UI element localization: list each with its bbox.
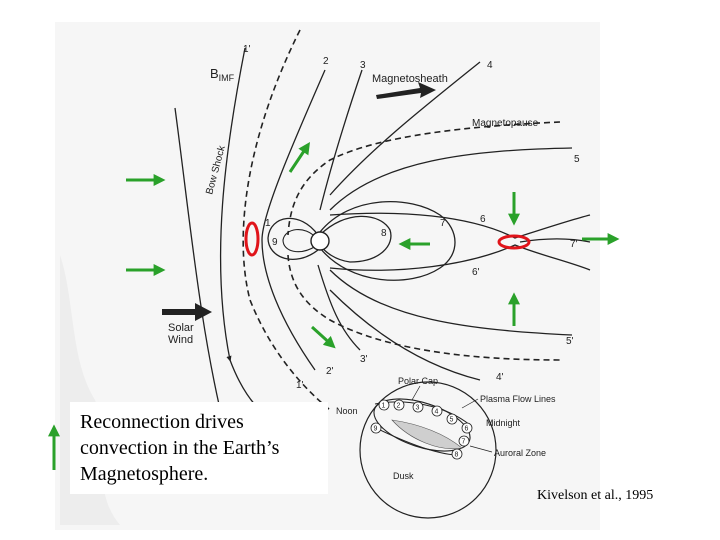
flow-num-7: 7: [462, 439, 466, 446]
flow-num-2: 2: [397, 403, 401, 410]
flow-num-1: 1: [382, 403, 386, 410]
solar-wind-label-2: Wind: [168, 334, 193, 346]
dusk-label: Dusk: [393, 471, 414, 481]
auroral-zone-label: Auroral Zone: [494, 448, 546, 458]
magnetopause-label: Magnetopause: [472, 118, 539, 129]
num-7: 7: [440, 218, 446, 229]
solar-wind-label-1: Solar: [168, 322, 194, 334]
num-4p: 4': [496, 372, 504, 383]
num-5: 5: [574, 154, 580, 165]
flow-num-4: 4: [435, 409, 439, 416]
num-2p: 2': [326, 366, 334, 377]
num-1p-bottom: 1': [296, 380, 304, 391]
num-8: 8: [381, 228, 387, 239]
num-4: 4: [487, 60, 493, 71]
flow-num-6: 6: [465, 426, 469, 433]
num-3: 3: [360, 60, 366, 71]
plasma-flow-lines-label: Plasma Flow Lines: [480, 394, 556, 404]
num-1p-top: 1': [243, 44, 251, 55]
slide-caption: Reconnection drives convection in the Ea…: [80, 409, 330, 487]
num-9: 9: [272, 237, 278, 248]
num-2: 2: [323, 56, 329, 67]
flow-num-8: 8: [455, 452, 459, 459]
noon-label: Noon: [336, 406, 358, 416]
num-7p: 7': [570, 239, 578, 250]
num-6p: 6': [472, 267, 480, 278]
num-5p: 5': [566, 336, 574, 347]
num-1: 1: [265, 218, 271, 229]
polar-cap-label: Polar Cap: [398, 376, 438, 386]
flow-num-3: 3: [416, 405, 420, 412]
flow-num-9: 9: [374, 426, 378, 433]
earth: [311, 232, 329, 250]
citation: Kivelson et al., 1995: [537, 488, 653, 504]
flow-num-5: 5: [450, 417, 454, 424]
magnetosheath-label: Magnetosheath: [372, 73, 448, 85]
num-3p: 3': [360, 354, 368, 365]
midnight-label: Midnight: [486, 418, 521, 428]
num-6: 6: [480, 214, 486, 225]
